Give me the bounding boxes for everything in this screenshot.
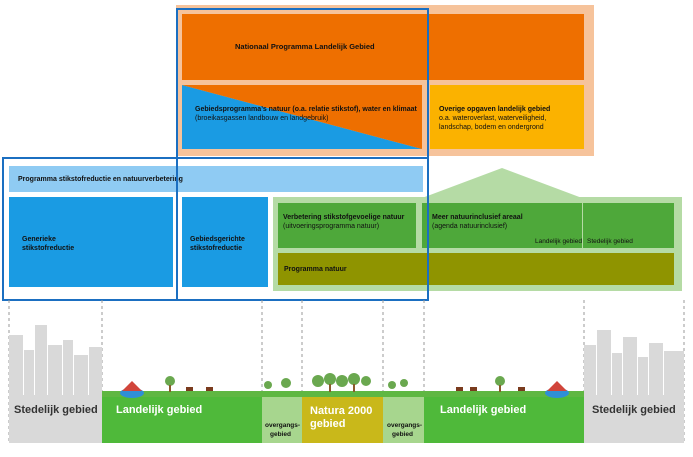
gebiedsgericht-label-2: stikstofreductie [190, 245, 243, 252]
zone-landelijk-left: Landelijk gebied [116, 404, 203, 416]
grass-strip [102, 391, 584, 397]
farm-left [120, 381, 144, 398]
gebiedsgericht-label-1: Gebiedsgerichte [190, 236, 245, 243]
meer-subtitle: (agenda natuurinclusief) [432, 223, 508, 230]
generieke-label-2: stikstofreductie [22, 245, 75, 252]
zone-overgang-left-2: gebied [270, 431, 291, 438]
programma-natuur-box [278, 253, 674, 285]
band-landelijk-left [102, 395, 262, 443]
overige-sub-2: landschap, bodem en ondergrond [439, 124, 544, 131]
zone-overgang-right-1: overgangs- [387, 422, 423, 429]
trees [165, 373, 505, 389]
gebieds-orange-part [182, 85, 422, 149]
band-natura [302, 395, 383, 443]
meer-title: Meer natuurinclusief areaal [432, 214, 523, 221]
meer-natuurinclusief-box [422, 203, 674, 248]
gebiedsgerichte-stikstofreductie-box [182, 197, 268, 287]
zone-stedelijk-left: Stedelijk gebied [14, 404, 98, 416]
verbetering-title: Verbetering stikstofgevoelige natuur [283, 214, 405, 221]
npl-orange-banner [182, 14, 584, 80]
band-stedelijk-right [584, 395, 684, 443]
city-skyline-right [584, 330, 684, 395]
programma-natuur-label: Programma natuur [284, 266, 347, 273]
band-overgang-left [262, 395, 302, 443]
band-overgang-right [383, 395, 424, 443]
zone-stedelijk-right: Stedelijk gebied [592, 404, 676, 416]
zone-overgang-right-2: gebied [392, 431, 413, 438]
gebieds-programma-box [182, 85, 422, 149]
generieke-label-1: Generieke [22, 236, 56, 243]
farm-right [545, 381, 569, 398]
stikstof-bar [9, 166, 423, 192]
generieke-stikstofreductie-box [9, 197, 173, 287]
band-stedelijk-left [9, 395, 102, 443]
tree-trunks [169, 384, 501, 392]
meer-landelijk-label: Landelijk gebied [535, 238, 582, 245]
meer-stedelijk-label: Stedelijk gebied [587, 238, 633, 245]
verbetering-natuur-box [278, 203, 416, 248]
landscape-illustration [8, 300, 685, 443]
zone-natura-1: Natura 2000 [310, 405, 373, 417]
zone-overgang-left-1: overgangs- [265, 422, 301, 429]
stikstof-bar-label: Programma stikstofreductie en natuurverb… [18, 176, 183, 183]
gebieds-subtitle: (broeikasgassen landbouw en landgebruik) [195, 115, 329, 122]
zone-natura-2: gebied [310, 418, 346, 430]
zone-landelijk-right: Landelijk gebied [440, 404, 527, 416]
band-landelijk-right [424, 395, 584, 443]
outline-stikstof [2, 157, 429, 301]
verbetering-subtitle: (uitvoeringsprogramma natuur) [283, 223, 380, 230]
overige-sub-1: o.a. wateroverlast, waterveiligheid, [439, 115, 547, 122]
gebieds-title: Gebiedsprogramma’s natuur (o.a. relatie … [195, 106, 417, 113]
overige-title: Overige opgaven landelijk gebied [439, 106, 551, 113]
npl-title: Nationaal Programma Landelijk Gebied [235, 42, 375, 51]
overige-opgaven-box [430, 85, 584, 149]
city-skyline-left [9, 325, 102, 395]
natuur-roof [422, 168, 582, 198]
meer-divider [582, 203, 583, 248]
cows [186, 387, 525, 391]
